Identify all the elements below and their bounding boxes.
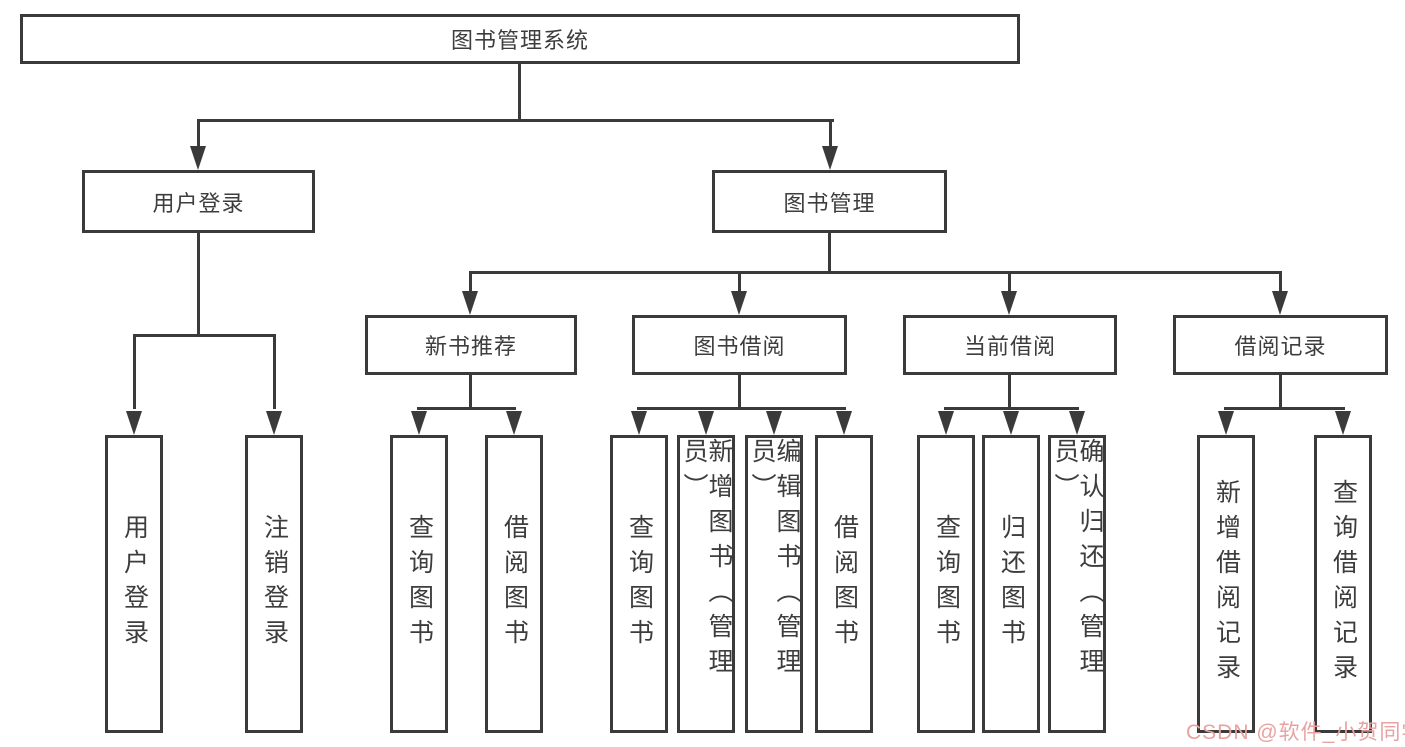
arrow-down-icon bbox=[836, 411, 852, 435]
connector-line bbox=[417, 407, 516, 410]
node-leaf-record-query-label: 查询借阅记录 bbox=[1329, 479, 1358, 689]
node-leaf-record-query: 查询借阅记录 bbox=[1314, 435, 1372, 733]
arrow-down-icon bbox=[1069, 411, 1085, 435]
node-leaf-borrow-add-label: 新增图书（管理员） bbox=[680, 438, 733, 683]
node-leaf-newbook-query: 查询图书 bbox=[390, 435, 448, 733]
arrow-down-icon bbox=[1335, 411, 1351, 435]
node-current-borrow-label: 当前借阅 bbox=[963, 334, 1056, 359]
node-leaf-logout: 注销登录 bbox=[245, 435, 303, 733]
connector-line bbox=[469, 375, 472, 410]
connector-line bbox=[197, 119, 834, 122]
node-root: 图书管理系统 bbox=[20, 14, 1020, 64]
connector-line bbox=[828, 233, 831, 274]
node-user-login-branch-label: 用户登录 bbox=[152, 190, 245, 216]
node-leaf-borrow-query-label: 查询图书 bbox=[625, 514, 654, 654]
connector-line bbox=[469, 271, 1282, 274]
arrow-down-icon bbox=[1001, 291, 1017, 315]
node-book-borrow-label: 图书借阅 bbox=[693, 334, 786, 359]
node-leaf-record-add: 新增借阅记录 bbox=[1197, 435, 1255, 733]
node-user-login-branch: 用户登录 bbox=[82, 170, 315, 233]
connector-line bbox=[637, 407, 846, 410]
node-leaf-user-login: 用户登录 bbox=[105, 435, 163, 733]
node-borrow-record: 借阅记录 bbox=[1173, 315, 1388, 375]
connector-line bbox=[197, 233, 200, 337]
node-leaf-newbook-query-label: 查询图书 bbox=[405, 514, 434, 654]
node-leaf-newbook-borrow: 借阅图书 bbox=[485, 435, 543, 733]
node-leaf-record-add-label: 新增借阅记录 bbox=[1212, 479, 1241, 689]
node-leaf-current-return: 归还图书 bbox=[982, 435, 1040, 733]
connector-line bbox=[133, 334, 276, 337]
node-current-borrow: 当前借阅 bbox=[903, 315, 1117, 375]
arrow-down-icon bbox=[822, 146, 838, 170]
node-leaf-current-query-label: 查询图书 bbox=[932, 514, 961, 654]
connector-line bbox=[133, 334, 136, 409]
connector-line bbox=[1279, 375, 1282, 410]
connector-line bbox=[1279, 271, 1282, 295]
connector-line bbox=[197, 119, 200, 149]
node-leaf-current-return-label: 归还图书 bbox=[997, 514, 1026, 654]
node-leaf-borrow-borrow-label: 借阅图书 bbox=[830, 514, 859, 654]
node-new-book-label: 新书推荐 bbox=[424, 334, 517, 359]
node-leaf-current-query: 查询图书 bbox=[917, 435, 975, 733]
connector-line bbox=[1008, 375, 1011, 410]
connector-line bbox=[738, 375, 741, 410]
node-leaf-borrow-edit: 编辑图书（管理员） bbox=[745, 435, 803, 733]
arrow-down-icon bbox=[266, 411, 282, 435]
node-leaf-borrow-edit-label: 编辑图书（管理员） bbox=[748, 438, 801, 683]
csdn-watermark: CSDN @软件_小贺同学 bbox=[1186, 721, 1405, 744]
connector-line bbox=[273, 334, 276, 409]
arrow-down-icon bbox=[126, 411, 142, 435]
arrow-down-icon bbox=[698, 411, 714, 435]
node-new-book: 新书推荐 bbox=[365, 315, 577, 375]
node-book-borrow: 图书借阅 bbox=[632, 315, 847, 375]
arrow-down-icon bbox=[731, 291, 747, 315]
connector-line bbox=[829, 119, 832, 149]
arrow-down-icon bbox=[411, 411, 427, 435]
arrow-down-icon bbox=[766, 411, 782, 435]
arrow-down-icon bbox=[462, 291, 478, 315]
connector-line bbox=[1008, 271, 1011, 295]
node-leaf-logout-label: 注销登录 bbox=[260, 514, 289, 654]
node-book-mgmt-branch-label: 图书管理 bbox=[783, 190, 876, 216]
connector-line bbox=[469, 271, 472, 295]
arrow-down-icon bbox=[631, 411, 647, 435]
node-borrow-record-label: 借阅记录 bbox=[1234, 334, 1327, 359]
node-root-label: 图书管理系统 bbox=[450, 28, 589, 53]
arrow-down-icon bbox=[1003, 411, 1019, 435]
connector-line bbox=[518, 64, 521, 122]
node-leaf-current-confirm: 确认归还（管理员） bbox=[1048, 435, 1106, 733]
connector-line bbox=[738, 271, 741, 295]
connector-line bbox=[1224, 407, 1345, 410]
node-leaf-borrow-query: 查询图书 bbox=[610, 435, 668, 733]
node-leaf-user-login-label: 用户登录 bbox=[120, 514, 149, 654]
node-leaf-newbook-borrow-label: 借阅图书 bbox=[500, 514, 529, 654]
arrow-down-icon bbox=[190, 146, 206, 170]
node-leaf-current-confirm-label: 确认归还（管理员） bbox=[1051, 438, 1104, 683]
connector-line bbox=[944, 407, 1079, 410]
arrow-down-icon bbox=[1272, 291, 1288, 315]
arrow-down-icon bbox=[506, 411, 522, 435]
arrow-down-icon bbox=[938, 411, 954, 435]
arrow-down-icon bbox=[1218, 411, 1234, 435]
node-leaf-borrow-borrow: 借阅图书 bbox=[815, 435, 873, 733]
node-book-mgmt-branch: 图书管理 bbox=[712, 170, 947, 233]
node-leaf-borrow-add: 新增图书（管理员） bbox=[677, 435, 735, 733]
